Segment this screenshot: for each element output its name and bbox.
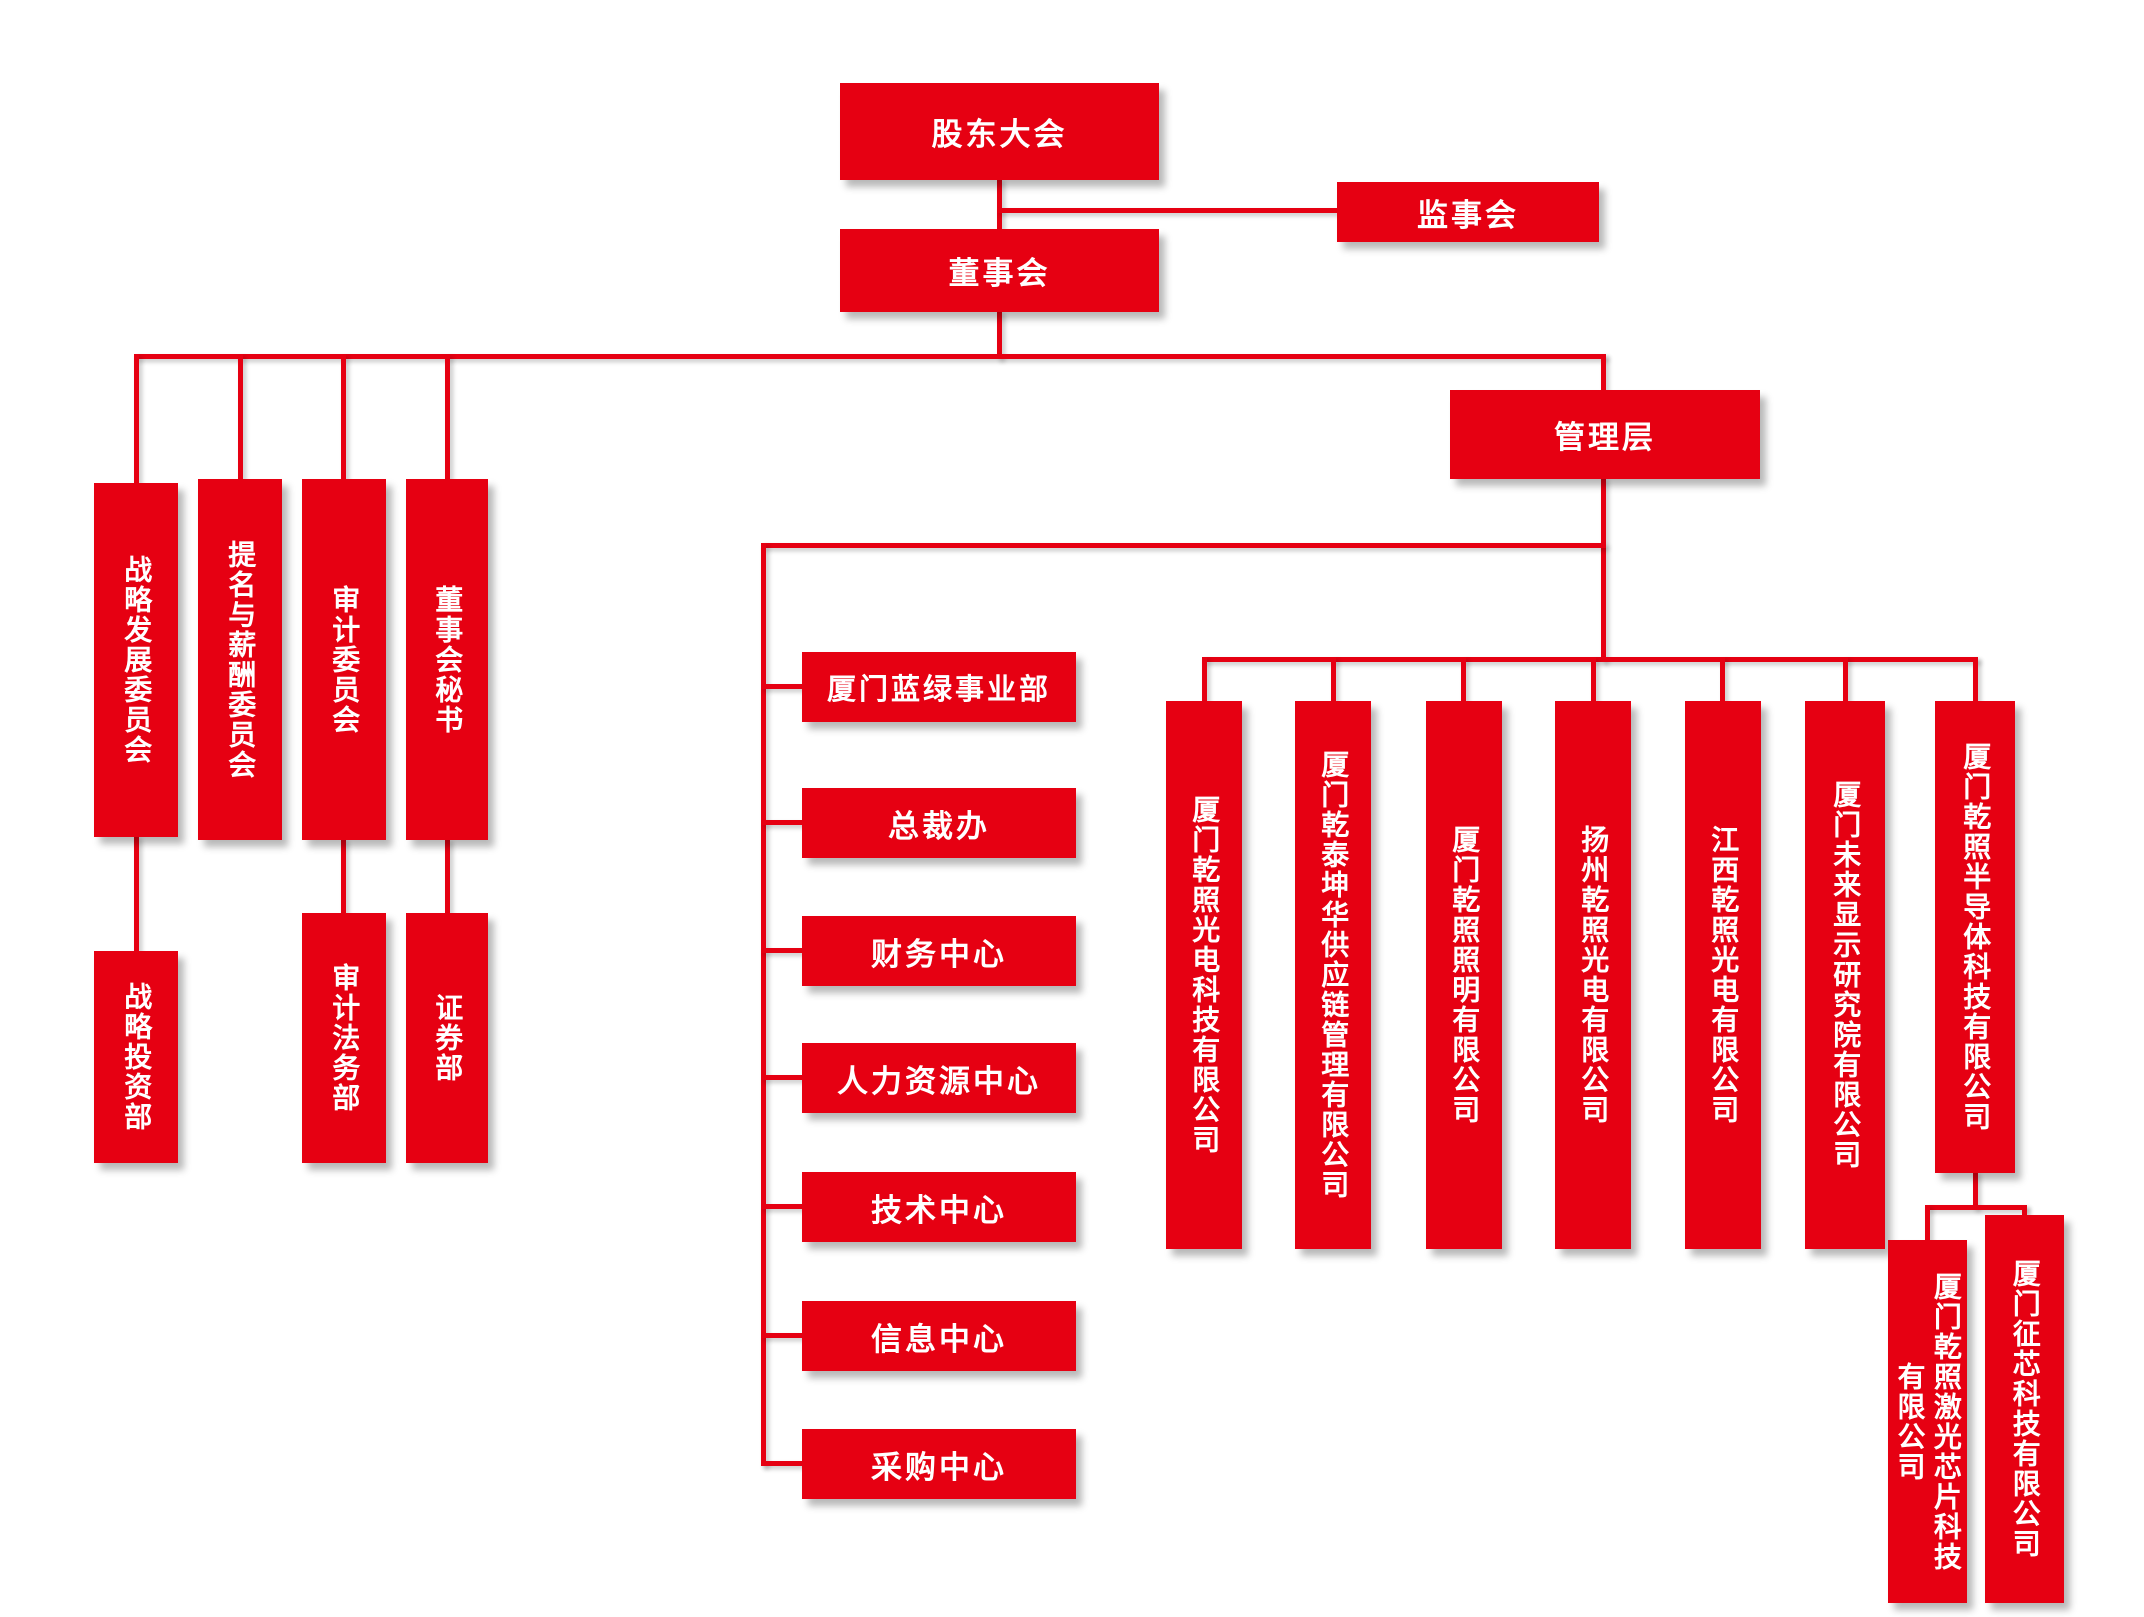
connector-committee3-dept [341, 838, 346, 915]
connector-drop-management [1601, 354, 1606, 392]
node-subsubsidiary-laser-chip: 厦门乾照激光芯片科技有限公司 [1888, 1240, 1967, 1603]
node-subsidiary-jiangxi-qianzhao: 江西乾照光电有限公司 [1685, 701, 1761, 1249]
connector-drop-committee-1 [134, 354, 139, 485]
connector-drop-subsidiary-5 [1720, 657, 1725, 703]
node-dept-strategic-investment: 战略投资部 [94, 951, 178, 1163]
connector-board-mainline [997, 310, 1002, 359]
node-subsubsidiary-zhengxin-tech: 厦门征芯科技有限公司 [1985, 1215, 2064, 1603]
node-board-secretary: 董事会秘书 [406, 479, 488, 840]
node-committee-nomination-remuneration: 提名与薪酬委员会 [198, 479, 282, 840]
connector-subsub-horizontal [1925, 1205, 2027, 1210]
connector-shareholders-board [997, 178, 1002, 231]
connector-drop-subsub-2 [2022, 1205, 2027, 1219]
node-subsidiary-future-display-institute: 厦门未来显示研究院有限公司 [1805, 701, 1885, 1249]
node-dept-information-center: 信息中心 [802, 1301, 1076, 1371]
connector-management-down [1601, 477, 1606, 662]
connector-dept-spine [761, 543, 766, 1466]
connector-drop-committee-2 [238, 354, 243, 481]
node-dept-audit-legal: 审计法务部 [302, 913, 386, 1163]
connector-drop-subsidiary-4 [1591, 657, 1596, 703]
node-dept-finance-center: 财务中心 [802, 916, 1076, 986]
node-subsidiary-qianzhao-semiconductor: 厦门乾照半导体科技有限公司 [1935, 701, 2015, 1173]
connector-committee1-dept [134, 835, 139, 953]
connector-drop-subsidiary-3 [1461, 657, 1466, 703]
node-dept-xiamen-bluegreen: 厦门蓝绿事业部 [802, 652, 1076, 722]
node-shareholders-meeting: 股东大会 [840, 83, 1159, 180]
connector-drop-subsidiary-6 [1843, 657, 1848, 703]
connector-branch-dept-6 [761, 1333, 806, 1338]
connector-branch-dept-7 [761, 1461, 806, 1466]
node-committee-strategy-development: 战略发展委员会 [94, 483, 178, 837]
node-management: 管理层 [1450, 390, 1760, 479]
connector-branch-dept-4 [761, 1075, 806, 1080]
connector-branch-dept-2 [761, 820, 806, 825]
node-subsidiary-qiantaikunhua-supply-chain: 厦门乾泰坤华供应链管理有限公司 [1295, 701, 1371, 1249]
connector-subsidiary7-down [1973, 1171, 1978, 1209]
node-committee-audit: 审计委员会 [302, 479, 386, 840]
node-dept-hr-center: 人力资源中心 [802, 1043, 1076, 1113]
connector-drop-subsub-1 [1925, 1205, 1930, 1243]
connector-drop-subsidiary-1 [1202, 657, 1207, 703]
node-board-of-directors: 董事会 [840, 229, 1159, 312]
connector-drop-committee-4 [445, 354, 450, 481]
connector-branch-dept-3 [761, 948, 806, 953]
node-subsidiary-qianzhao-optoelectronics-tech: 厦门乾照光电科技有限公司 [1166, 701, 1242, 1249]
connector-branch-dept-1 [761, 684, 806, 689]
connector-supervisory [997, 208, 1337, 213]
node-subsidiary-yangzhou-qianzhao: 扬州乾照光电有限公司 [1555, 701, 1631, 1249]
connector-branch-dept-5 [761, 1204, 806, 1209]
node-dept-president-office: 总裁办 [802, 788, 1076, 858]
node-dept-technology-center: 技术中心 [802, 1172, 1076, 1242]
connector-drop-committee-3 [341, 354, 346, 481]
connector-main-horizontal [134, 354, 1606, 359]
connector-committee4-dept [445, 838, 450, 915]
node-dept-securities: 证券部 [406, 913, 488, 1163]
connector-dept-horizontal [761, 543, 1606, 548]
node-dept-procurement-center: 采购中心 [802, 1429, 1076, 1499]
connector-drop-subsidiary-7 [1973, 657, 1978, 703]
connector-subsidiaries-horizontal [1202, 657, 1978, 662]
node-subsidiary-qianzhao-lighting: 厦门乾照照明有限公司 [1426, 701, 1502, 1249]
connector-drop-subsidiary-2 [1331, 657, 1336, 703]
node-supervisory-board: 监事会 [1337, 182, 1599, 242]
